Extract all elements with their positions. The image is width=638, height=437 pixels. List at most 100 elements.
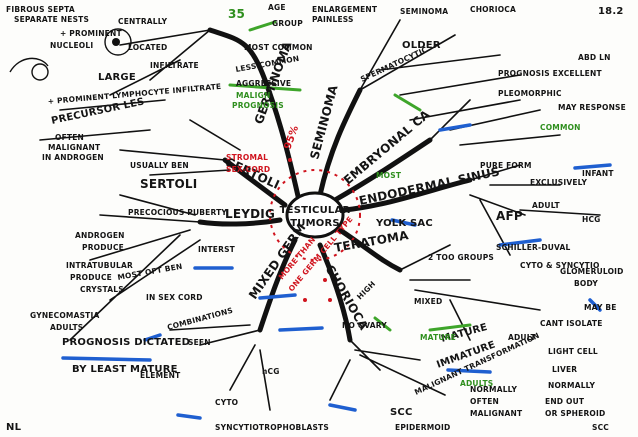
note-left-2: + PROMINENT bbox=[60, 29, 122, 38]
note-right-0: PURE FORM bbox=[480, 161, 532, 170]
note-left-20: CRYSTALS bbox=[80, 285, 124, 294]
label-germ-percent: 95% bbox=[282, 124, 301, 151]
note-right-2: INFANT bbox=[582, 169, 614, 178]
note-top-11: LESS COMMON bbox=[235, 54, 300, 74]
note-bottom-5: SCC bbox=[390, 407, 412, 418]
note-left-25: ADULTS bbox=[50, 323, 83, 332]
note-left-30: SEEN bbox=[188, 338, 211, 347]
note-right-3: ADULT bbox=[532, 201, 560, 210]
note-right-18: SCC bbox=[592, 423, 609, 432]
note-right-7: GLOMERULOID bbox=[560, 267, 624, 276]
note-top-9: CHORIOCA bbox=[470, 5, 516, 14]
note-left-19: PRODUCE bbox=[70, 273, 112, 282]
page-number: 18.2 bbox=[598, 6, 623, 17]
note-right-10: MAY BE bbox=[584, 303, 617, 312]
note-right-16: END OUT bbox=[545, 397, 585, 406]
note-top-12: PROGNOSIS EXCELLENT bbox=[498, 69, 602, 78]
note-top-15: AGGRESSIVE bbox=[236, 79, 291, 88]
note-red-0: STROMAL bbox=[226, 153, 268, 162]
note-right-12: CANT ISOLATE bbox=[540, 319, 603, 328]
note-top-13: PLEOMORPHIC bbox=[498, 89, 562, 98]
note-top-8: SEMINOMA bbox=[400, 7, 448, 16]
note-left-16: PRODUCE bbox=[82, 243, 124, 252]
blue-highlights bbox=[61, 123, 612, 420]
note-right-5: HCG bbox=[582, 215, 601, 224]
note-bottom-0: HIGH bbox=[355, 279, 377, 301]
note-bottom-13: hCG bbox=[262, 367, 280, 376]
note-left-10: OFTEN bbox=[55, 133, 84, 142]
note-left-17: PRECOCIOUS PUBERTY bbox=[128, 208, 227, 217]
note-green-5: ADULTS bbox=[460, 379, 493, 388]
note-red-1: SEX-CORD bbox=[226, 165, 270, 174]
center-line1: TESTICULAR bbox=[280, 205, 351, 216]
notes-top: 35 AGE GROUP MOST COMMON OLDER SPERMATOC… bbox=[228, 3, 626, 112]
cell-doodle-icon bbox=[9, 28, 132, 81]
note-left-14: SERTOLI bbox=[140, 177, 197, 191]
note-bottom-15: 2 TOO GROUPS bbox=[428, 253, 494, 262]
note-top-3: MOST COMMON bbox=[244, 43, 313, 52]
label-leydig: LEYDIG bbox=[225, 207, 275, 221]
note-left-11: MALIGNANT bbox=[48, 143, 101, 152]
note-left-18: INTRATUBULAR bbox=[66, 261, 133, 270]
green-highlights bbox=[228, 20, 472, 332]
signature: NL bbox=[6, 422, 22, 433]
note-right-15: NORMALLY bbox=[548, 381, 595, 390]
note-green-4: MOST bbox=[376, 171, 402, 180]
note-bottom-11: CYTO bbox=[215, 398, 238, 407]
note-top-0: 35 bbox=[228, 7, 245, 21]
note-bottom-14: NO OVARY bbox=[342, 321, 387, 330]
note-left-21: PROGNOSIS DICTATED bbox=[62, 337, 190, 348]
note-left-6: LARGE bbox=[98, 72, 136, 83]
note-right-4: AFP bbox=[496, 209, 523, 223]
note-left-23: ELEMENT bbox=[140, 371, 181, 380]
note-right-1: EXCLUSIVELY bbox=[530, 178, 587, 187]
center-node: TESTICULAR TUMORS bbox=[280, 191, 351, 239]
note-bottom-6: EPIDERMOID bbox=[395, 423, 450, 432]
note-left-7: INFILTRATE bbox=[150, 61, 199, 70]
note-left-13: USUALLY BEN bbox=[130, 161, 189, 170]
note-bottom-12: SYNCYTIOTROPHOBLASTS bbox=[215, 423, 329, 432]
note-top-14: MAY RESPONSE bbox=[558, 103, 626, 112]
note-left-24: GYNECOMASTIA bbox=[30, 311, 99, 320]
note-right-17: OR SPHEROID bbox=[545, 409, 605, 418]
note-top-4: OLDER bbox=[402, 40, 441, 51]
notes-green: MALIGN PROGNOSIS MATURE COMMON MOST ADUL… bbox=[232, 91, 581, 388]
note-bottom-8: NORMALLY bbox=[470, 385, 517, 394]
note-green-2: MATURE bbox=[420, 333, 456, 342]
note-right-6: SCHILLER-DUVAL bbox=[496, 243, 571, 252]
note-top-5: SPERMATOCYTIC bbox=[359, 45, 429, 84]
note-right-14: LIVER bbox=[552, 365, 577, 374]
note-top-10: ABD LN bbox=[578, 53, 611, 62]
note-right-8: BODY bbox=[574, 279, 598, 288]
note-green-3: COMMON bbox=[540, 123, 581, 132]
note-left-28: IN SEX CORD bbox=[146, 293, 203, 302]
note-left-26: INTERST bbox=[198, 245, 236, 254]
note-top-2: GROUP bbox=[272, 19, 303, 28]
note-right-11: CYTO & SYNCYTIO bbox=[520, 261, 600, 270]
note-bottom-9: OFTEN bbox=[470, 397, 499, 406]
note-bottom-7: ADULT bbox=[508, 333, 536, 342]
note-right-9: YOLK SAC bbox=[375, 218, 433, 229]
note-left-0: FIBROUS SEPTA bbox=[6, 5, 75, 14]
note-right-13: LIGHT CELL bbox=[548, 347, 598, 356]
branch-lines bbox=[39, 19, 601, 411]
note-left-12: IN ANDROGEN bbox=[42, 153, 104, 162]
note-left-5: LOCATED bbox=[128, 43, 167, 52]
note-top-1: AGE bbox=[268, 3, 286, 12]
note-bottom-10: MALIGNANT bbox=[470, 409, 523, 418]
note-green-1: PROGNOSIS bbox=[232, 101, 284, 110]
note-top-6: PAINLESS bbox=[312, 15, 354, 24]
note-top-7: ENLARGEMENT bbox=[312, 5, 378, 14]
notes-left: FIBROUS SEPTA SEPARATE NESTS + PROMINENT… bbox=[6, 5, 236, 380]
note-green-0: MALIGN bbox=[236, 91, 270, 100]
note-left-22: BY LEAST MATURE bbox=[72, 364, 178, 375]
note-left-3: NUCLEOLI bbox=[50, 41, 93, 50]
note-left-4: CENTRALLY bbox=[118, 17, 168, 26]
notes-right: PURE FORM EXCLUSIVELY INFANT ADULT AFP H… bbox=[375, 161, 624, 432]
center-line2: TUMORS bbox=[290, 218, 340, 229]
note-left-1: SEPARATE NESTS bbox=[14, 15, 89, 24]
note-left-15: ANDROGEN bbox=[75, 231, 125, 240]
red-circle-marks bbox=[269, 158, 361, 302]
